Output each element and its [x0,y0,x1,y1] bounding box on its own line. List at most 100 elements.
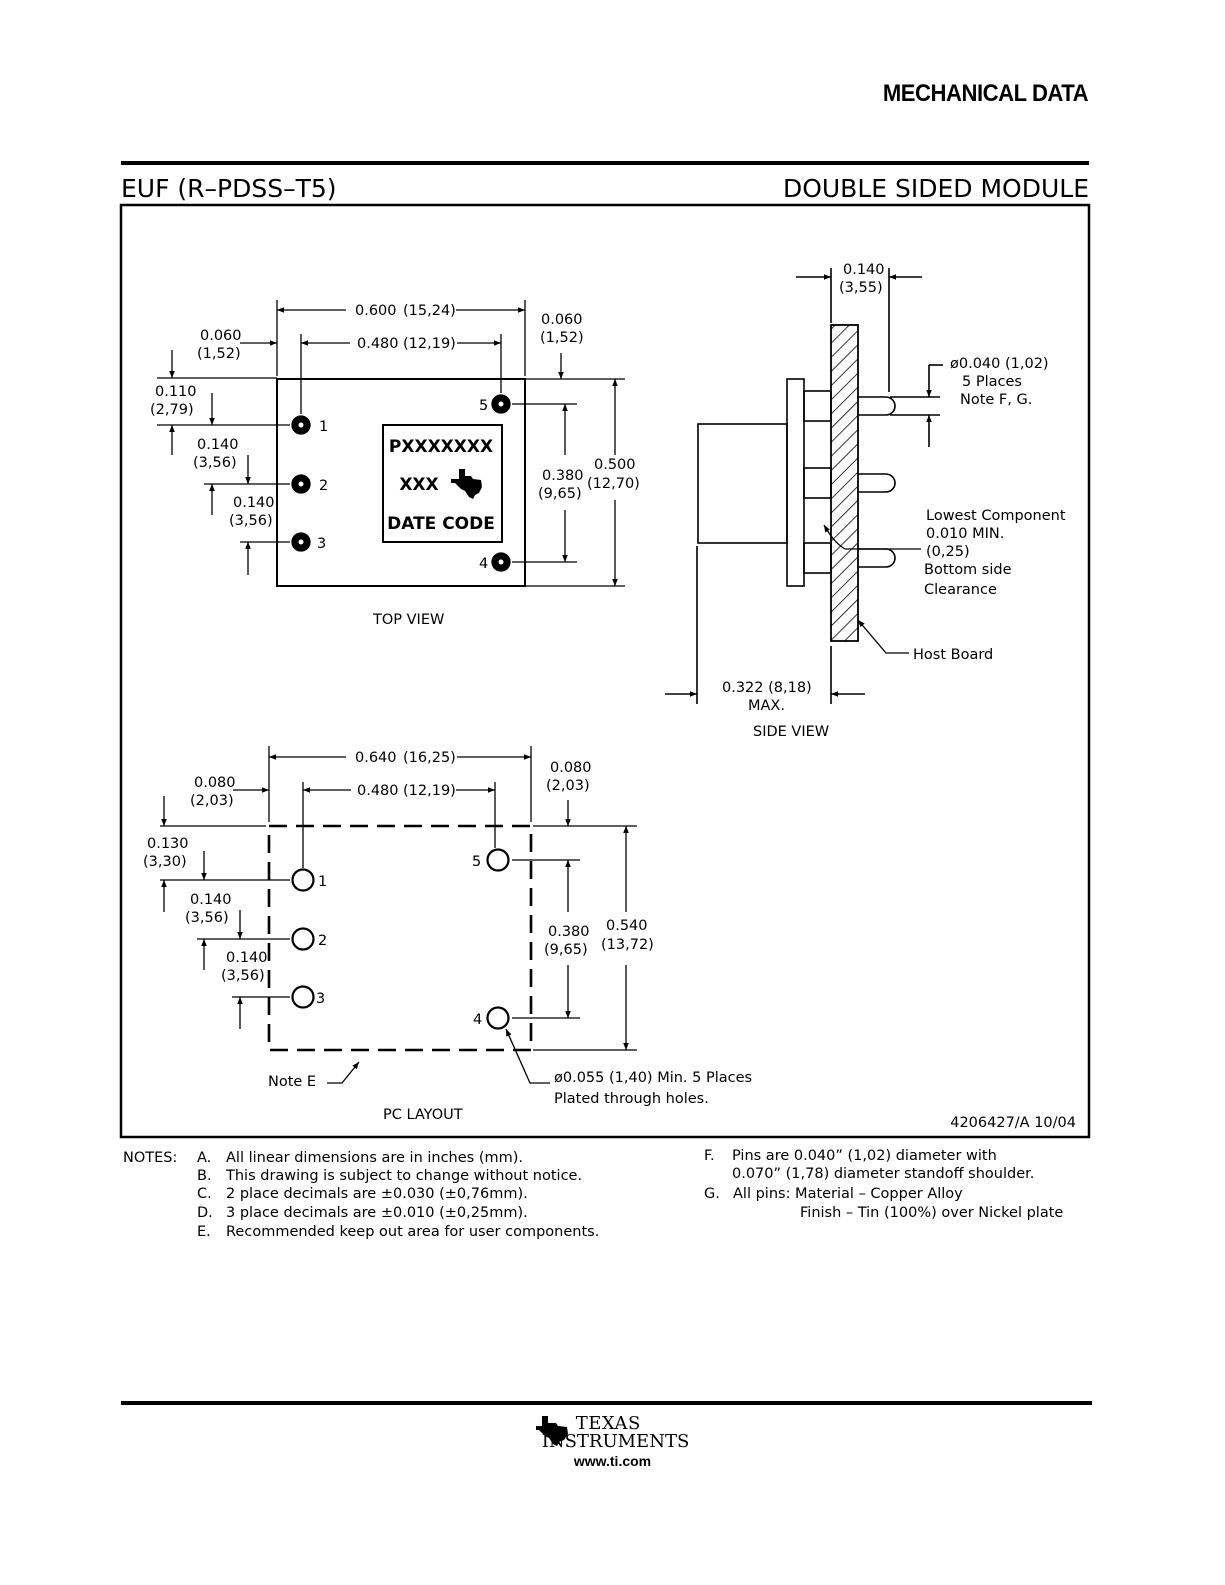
dim-pitch-in: 0.480 [357,336,399,352]
ti-wordmark: TEXAS INSTRUMENTS [542,1415,690,1451]
dim-pin45-mm: (9,65) [538,486,582,502]
pin-label-3: 3 [317,536,326,552]
clearance-note-5: Clearance [924,582,997,598]
dim-pitch-mm: (12,19) [403,336,456,352]
dim-right-mm: (1,52) [540,330,584,346]
pcl-pin23-in: 0.140 [226,950,268,966]
dim-pin12-mm: (3,56) [193,455,237,471]
pcl-right-in: 0.080 [550,760,592,776]
pin-label-5: 5 [479,398,488,414]
side-height-max: MAX. [748,698,785,714]
marking-line-3: DATE CODE [387,514,495,534]
pcl-pin45-mm: (9,65) [544,942,588,958]
note-a: All linear dimensions are in inches (mm)… [226,1150,523,1166]
dim-width-mm: (15,24) [403,303,456,319]
pcl-pin12-in: 0.140 [190,892,232,908]
side-view [665,268,943,704]
side-thickness-mm: (3,55) [839,280,883,296]
standoff-2 [803,467,832,499]
side-module-board [786,378,805,587]
pad-label-2: 2 [318,933,327,949]
pin-label-4: 4 [479,556,488,572]
clearance-note-1: Lowest Component [926,508,1066,524]
note-e-label: Note E [268,1074,316,1090]
pcl-width-in: 0.640 [355,750,397,766]
note-label-a: A. [197,1150,211,1166]
pin-lead-2 [858,473,896,493]
dim-pin23-in: 0.140 [233,495,275,511]
pin-note-2: 5 Places [962,374,1022,390]
notes-heading: NOTES: [123,1150,177,1166]
dim-width-in: 0.600 [355,303,397,319]
dim-top-mm: (2,79) [150,402,194,418]
dim-left-in: 0.060 [200,328,242,344]
footer-rule [121,1401,1092,1405]
pc-layout-labels: 1 2 3 4 5 0.640 (16,25) 0.480 (12,19) 0.… [143,750,1076,1131]
standoff-1 [803,390,832,422]
ti-logo: TEXAS INSTRUMENTS [535,1415,690,1451]
side-view-labels: 0.140 (3,55) ø0.040 (1,02) 5 Places Note… [722,262,1066,740]
host-board [830,324,859,642]
pad-2 [291,927,315,951]
dim-pin12-in: 0.140 [197,437,239,453]
pad-label-4: 4 [473,1012,482,1028]
dim-height-mm: (12,70) [587,476,640,492]
keep-out-area [267,824,533,1052]
pin-lead-1 [858,396,896,416]
ti-wordmark-line-2: INSTRUMENTS [541,1431,690,1452]
pad-5 [486,848,510,872]
pad-label-3: 3 [316,991,325,1007]
dim-top-in: 0.110 [155,384,197,400]
top-view-labels: PXXXXXXX XXX DATE CODE 1 2 3 4 5 0.600 (… [150,303,640,628]
hole-note-2: Plated through holes. [554,1091,709,1107]
dim-pin23-mm: (3,56) [229,513,273,529]
side-thickness-in: 0.140 [843,262,885,278]
footer: TEXAS INSTRUMENTS www.ti.com [0,1415,1225,1469]
note-g-line-2: Finish – Tin (100%) over Nickel plate [800,1205,1063,1221]
note-label-g: G. [704,1186,720,1202]
pcl-width-mm: (16,25) [403,750,456,766]
side-height-dim: 0.322 (8,18) [722,680,812,696]
note-f-line-1: Pins are 0.040” (1,02) diameter with [732,1148,997,1164]
pad-3 [291,985,315,1009]
dim-pin45-in: 0.380 [542,468,584,484]
side-component-body [697,423,788,544]
top-view-body [276,378,526,587]
pcl-top-mm: (3,30) [143,854,187,870]
pad-label-1: 1 [318,874,327,890]
pin-label-1: 1 [319,419,328,435]
pcl-right-mm: (2,03) [546,778,590,794]
pin-note-3: Note F, G. [960,392,1032,408]
clearance-note-2: 0.010 MIN. [926,526,1004,542]
pcl-left-in: 0.080 [194,775,236,791]
note-f-line-2: 0.070” (1,78) diameter standoff shoulder… [732,1166,1034,1182]
dim-right-in: 0.060 [541,312,583,328]
note-b: This drawing is subject to change withou… [225,1168,582,1184]
pcl-height-mm: (13,72) [601,937,654,953]
hole-note-1: ø0.055 (1,40) Min. 5 Places [554,1070,752,1086]
texas-state-logo-icon [535,1416,568,1446]
pin-label-2: 2 [319,478,328,494]
pad-4 [486,1006,510,1030]
note-label-f: F. [704,1148,715,1164]
marking-line-2: XXX [399,475,438,495]
note-e: Recommended keep out area for user compo… [226,1224,599,1240]
company-url: www.ti.com [573,1453,652,1469]
note-label-e: E. [197,1224,211,1240]
pcl-pin12-mm: (3,56) [185,910,229,926]
pcl-pin45-in: 0.380 [548,924,590,940]
pin-note-1: ø0.040 (1,02) [950,356,1049,372]
top-view [157,300,625,587]
page-section-title: MECHANICAL DATA [882,80,1089,107]
pcl-height-in: 0.540 [606,918,648,934]
header-rule [121,161,1089,165]
standoff-3 [803,542,832,574]
top-view-caption: TOP VIEW [372,612,444,628]
pcl-top-in: 0.130 [147,836,189,852]
ti-logo-mark-icon [451,469,482,499]
note-label-b: B. [197,1168,212,1184]
pcl-left-mm: (2,03) [190,793,234,809]
side-view-caption: SIDE VIEW [753,724,829,740]
pad-1 [291,868,315,892]
